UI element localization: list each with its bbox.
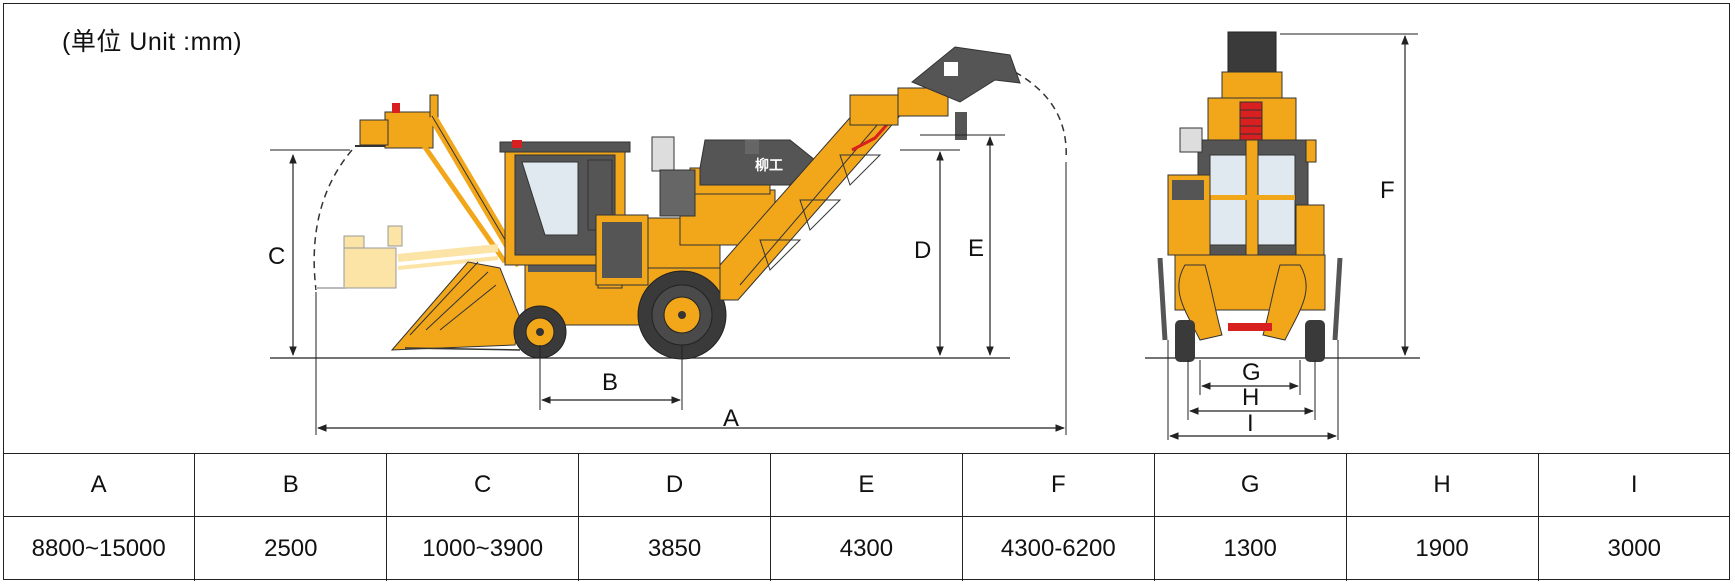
table-cell: 1000~3900: [386, 516, 580, 581]
table-cell: 3000: [1537, 516, 1730, 581]
front-machine-icon: [1157, 31, 1343, 362]
dim-label-c: C: [268, 243, 285, 270]
table-header-cell: F: [961, 453, 1155, 517]
table-header-cell: A: [3, 453, 196, 517]
dim-label-g: G: [1242, 359, 1261, 386]
table-cell: 4300-6200: [961, 516, 1155, 581]
unit-note: (单位 Unit :mm): [62, 28, 243, 56]
table-cell: 4300: [770, 516, 963, 581]
table-header-cell: D: [578, 453, 771, 517]
topper-arm-lowered-icon: [316, 225, 499, 289]
table-cell: 1900: [1345, 516, 1539, 581]
dim-label-i: I: [1247, 410, 1254, 437]
dim-label-a: A: [723, 405, 739, 432]
dimension-table: A B C D E F G H I 8800~15000 2500 1000~3…: [3, 453, 1730, 581]
dim-label-d: D: [914, 237, 931, 264]
table-header-cell: E: [770, 453, 963, 517]
dim-label-f: F: [1380, 177, 1395, 204]
side-view: 柳工: [268, 46, 1067, 435]
dim-label-e: E: [968, 235, 984, 262]
table-header-cell: H: [1345, 453, 1539, 517]
table-header-cell: I: [1537, 453, 1730, 517]
rear-wheel-icon: [513, 305, 567, 359]
table-row: 8800~15000 2500 1000~3900 3850 4300 4300…: [3, 516, 1730, 581]
crop-divider-icon: [390, 261, 521, 351]
table-header-cell: C: [386, 453, 580, 517]
elevator-icon: [719, 46, 1021, 301]
harvester-diagram: 柳工: [268, 31, 1420, 440]
table-cell: 3850: [578, 516, 771, 581]
dim-label-h: H: [1242, 384, 1259, 411]
table-cell: 8800~15000: [3, 516, 196, 581]
brand-logo-text: 柳工: [755, 157, 783, 173]
table-cell: 2500: [194, 516, 388, 581]
front-wheel-icon: [637, 270, 727, 360]
front-view: F G H I: [1145, 31, 1420, 440]
table-header-cell: B: [194, 453, 388, 517]
dimension-lines-side: [270, 134, 1067, 435]
cab-icon: [499, 140, 649, 286]
dim-label-b: B: [602, 369, 618, 396]
table-header-cell: G: [1153, 453, 1347, 517]
dimension-lines-front: [1167, 33, 1418, 440]
table-cell: 1300: [1153, 516, 1347, 581]
table-header-row: A B C D E F G H I: [3, 453, 1730, 517]
topper-arm-raised-icon: [355, 94, 524, 268]
